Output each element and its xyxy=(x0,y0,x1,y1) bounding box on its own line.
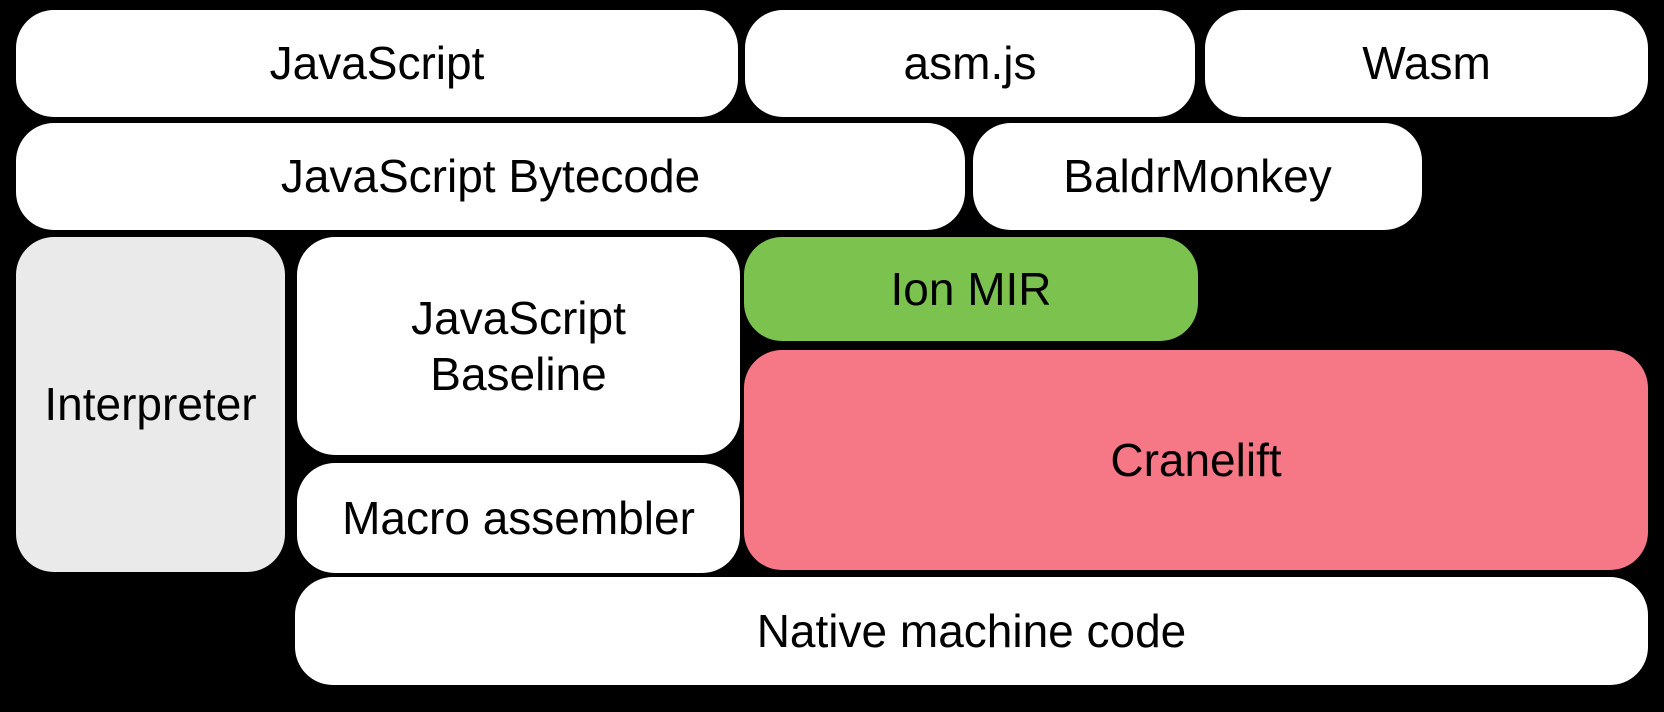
box-native-machine-code-label: Native machine code xyxy=(756,604,1187,657)
box-baldrmonkey-label: BaldrMonkey xyxy=(1063,150,1332,203)
box-javascript-label: JavaScript xyxy=(269,37,485,90)
box-wasm-label: Wasm xyxy=(1362,37,1491,90)
box-javascript-bytecode-label: JavaScript Bytecode xyxy=(280,150,701,203)
box-javascript-baseline: JavaScript Baseline xyxy=(297,237,740,455)
box-ion-mir: Ion MIR xyxy=(744,237,1198,341)
box-javascript-baseline-label: JavaScript Baseline xyxy=(411,291,626,400)
box-native-machine-code: Native machine code xyxy=(295,577,1648,685)
box-baldrmonkey: BaldrMonkey xyxy=(973,123,1422,230)
box-interpreter: Interpreter xyxy=(16,237,285,572)
box-asmjs-label: asm.js xyxy=(903,37,1037,90)
box-macro-assembler-label: Macro assembler xyxy=(342,491,695,544)
box-interpreter-label: Interpreter xyxy=(44,378,257,431)
box-ion-mir-label: Ion MIR xyxy=(890,262,1052,315)
box-wasm: Wasm xyxy=(1205,10,1648,117)
box-cranelift: Cranelift xyxy=(744,350,1648,570)
box-javascript: JavaScript xyxy=(16,10,738,117)
box-macro-assembler: Macro assembler xyxy=(297,463,740,573)
box-asmjs: asm.js xyxy=(745,10,1195,117)
box-cranelift-label: Cranelift xyxy=(1110,433,1282,486)
box-javascript-bytecode: JavaScript Bytecode xyxy=(16,123,965,230)
